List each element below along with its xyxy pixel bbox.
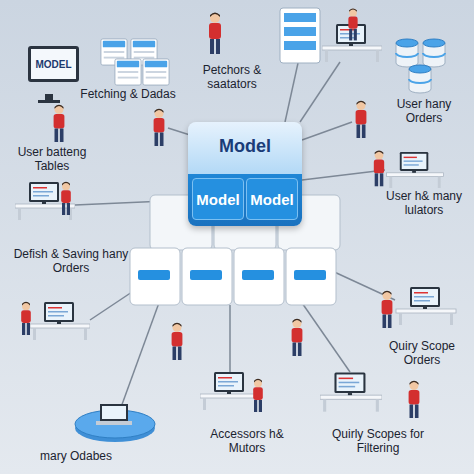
station-label: mary Odabes <box>24 450 128 464</box>
data-disk <box>75 404 155 442</box>
connector-lines-part <box>229 305 231 372</box>
people-part <box>356 101 367 138</box>
station-label: Quiry Scope Orders <box>374 340 470 368</box>
people-part <box>253 379 263 412</box>
model-base-blocks-part <box>286 248 336 305</box>
people-part <box>21 302 31 335</box>
station-label: Quirly Scopes for Filtering <box>316 428 440 456</box>
server-stack-part <box>143 59 169 85</box>
server-rack-part <box>284 13 316 22</box>
model-base-blocks-part <box>234 248 284 305</box>
model-base-blocks-part <box>242 270 274 280</box>
server-rack-part <box>284 27 316 36</box>
server-stack-part <box>115 59 141 85</box>
people-part <box>209 13 221 55</box>
people-part <box>292 319 303 356</box>
people-part <box>409 381 420 418</box>
database-cylinders-part <box>423 39 445 67</box>
server-stack <box>101 39 169 85</box>
model-base-blocks-part <box>294 270 326 280</box>
connector-lines-part <box>285 63 298 122</box>
database-cylinders-part <box>409 65 431 93</box>
people-part <box>382 291 393 328</box>
model-base-blocks-part <box>190 270 222 280</box>
monitor-stand <box>38 94 60 103</box>
monitor-box: MODEL <box>28 46 79 82</box>
node-text: Model <box>188 122 302 157</box>
connector-lines-part <box>302 122 352 140</box>
station-label: Fetching & Dadas <box>72 88 184 102</box>
connector-lines-part <box>168 128 190 135</box>
workstations-part <box>15 182 75 220</box>
connector-lines-part <box>300 300 350 372</box>
connector-lines-part <box>300 62 340 122</box>
station-label: User batteng Tables <box>4 146 100 174</box>
server-rack-part <box>284 41 316 50</box>
data-disk-part <box>102 406 126 419</box>
people-part <box>154 109 165 146</box>
connector-lines-part <box>120 300 160 410</box>
data-disk-part <box>96 421 132 425</box>
monitor-stand-part <box>38 100 60 103</box>
model-face: Model <box>246 178 298 220</box>
workstations-part <box>396 287 456 325</box>
model-base-blocks-part <box>182 248 232 305</box>
station-label: Accessors h& Mutors <box>198 428 296 456</box>
workstations-part <box>200 372 260 410</box>
workstations-part <box>387 152 444 188</box>
server-rack <box>280 8 320 63</box>
database-cylinders <box>396 39 445 93</box>
database-cylinders-part <box>396 39 418 67</box>
node-text: MODEL <box>35 59 71 70</box>
station-label: User hany Orders <box>378 98 470 126</box>
model-face: Model <box>192 178 244 220</box>
data-disk-part <box>100 404 128 421</box>
people-part <box>61 182 71 215</box>
workstations-part <box>320 372 382 411</box>
model-base-blocks-part <box>138 270 170 280</box>
node-text: Model <box>196 191 239 208</box>
monitor-stand-part <box>45 94 53 101</box>
people-part <box>374 150 384 186</box>
people-part <box>172 323 183 360</box>
station-label: Petchors & saatators <box>186 64 278 92</box>
station-label: User h& many lulators <box>378 190 470 218</box>
model-cube: ModelModelModel <box>188 122 302 226</box>
people-part <box>54 105 65 142</box>
server-rack-part <box>280 8 320 63</box>
workstations <box>15 24 456 412</box>
connector-lines-part <box>302 170 385 180</box>
people <box>21 8 419 418</box>
model-base-blocks-part <box>130 248 180 305</box>
people-part <box>348 8 357 40</box>
workstations-part <box>30 302 90 340</box>
connector-lines <box>75 62 395 410</box>
node-text: Model <box>250 191 293 208</box>
station-label: Defish & Saving hany Orders <box>4 248 138 276</box>
